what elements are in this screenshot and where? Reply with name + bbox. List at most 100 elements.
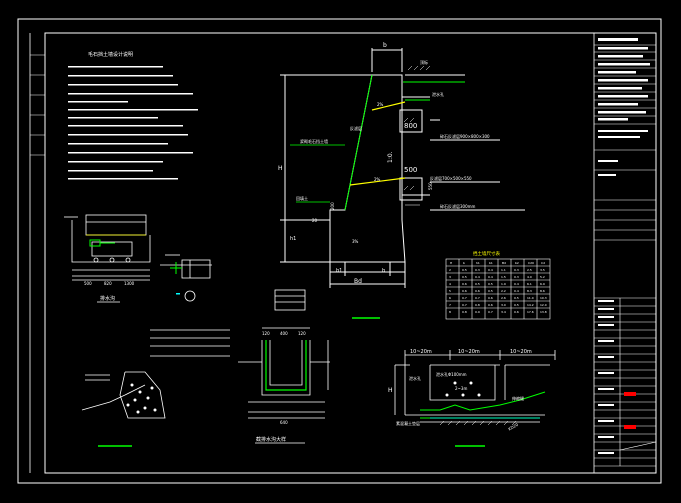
label-800: 800 <box>404 122 417 130</box>
table-cell: 0.7 <box>488 310 493 314</box>
table-cell: 2.6 <box>501 296 506 300</box>
table-cell: 6 <box>449 296 451 300</box>
table-cell: 1.9 <box>501 282 506 286</box>
table-header-cell: H <box>450 261 452 265</box>
table-cell: 0.3 <box>514 275 519 279</box>
table-cell: 0.5 <box>488 282 493 286</box>
drain-detail <box>64 214 151 281</box>
table-header-cell: b <box>463 261 465 265</box>
table-cell: 0.7 <box>462 303 467 307</box>
table-header-cell: Cd <box>541 261 545 265</box>
table-cell: 12.0 <box>540 303 547 307</box>
table-cell: 2.2 <box>501 289 506 293</box>
wall-elevation: 10~20m 10~20m 10~20m H 泄水孔Φ100mm 2~3m 伸缩… <box>388 349 556 447</box>
table-cell: 2.5 <box>527 268 532 272</box>
dim-h1: h1 <box>290 236 296 242</box>
table-cell: 0.4 <box>488 275 493 279</box>
table-cell: 0.6 <box>462 289 467 293</box>
elev-span-3: 10~20m <box>510 349 532 355</box>
label-drain-hole: 泄水孔 <box>432 91 444 97</box>
table-cell: 8.6 <box>540 289 545 293</box>
table-cell: 3.0 <box>501 303 506 307</box>
table-cell: 8.3 <box>527 289 532 293</box>
table-header-cell: b2 <box>515 261 519 265</box>
table-cell: 0.6 <box>488 303 493 307</box>
table-cell: 0.7 <box>462 296 467 300</box>
table-cell: 13.8 <box>540 310 547 314</box>
hole-detail <box>160 254 212 302</box>
table-cell: 6.1 <box>527 282 532 286</box>
table-cell: 4 <box>449 282 451 286</box>
table-cell: 0.8 <box>475 303 480 307</box>
notes-title: 毛石挡土墙设计说明 <box>88 51 133 58</box>
elev-span-1: 10~20m <box>410 349 432 355</box>
drain-dim-820: 820 <box>104 281 112 286</box>
elev-label-joint: 伸缩缝 <box>512 395 524 401</box>
gutter-dim-640: 640 <box>280 420 288 425</box>
elev-span-2: 10~20m <box>458 349 480 355</box>
table-cell: 4.0 <box>527 275 532 279</box>
drain-detail-title: 排水沟 <box>100 295 115 302</box>
elev-H: H <box>388 387 393 394</box>
slope-pct-1: 2% <box>377 102 384 107</box>
drain-dim-500: 500 <box>84 281 92 286</box>
gutter-detail-title: 截排水沟大样 <box>256 436 286 443</box>
label-500: 500 <box>404 166 417 174</box>
table-cell: 0.5 <box>475 282 480 286</box>
label-wall: 浆砌毛石挡土墙 <box>300 138 328 144</box>
elev-label-pipe: 泄水孔Φ100mm <box>436 371 467 377</box>
dim-b1: b1 <box>336 268 342 274</box>
table-cell: 0.4 <box>475 275 480 279</box>
slope-detail <box>81 329 230 419</box>
title-block <box>593 33 657 473</box>
label-spec-3: 碎石反滤层300mm <box>440 203 476 209</box>
label-filter-1: 反滤层 <box>350 125 362 131</box>
slope-pct-2: 2% <box>374 177 381 182</box>
table-cell: 8 <box>449 310 451 314</box>
table-header-cell: C20 <box>528 261 534 265</box>
outer-frame <box>17 18 662 484</box>
table-cell: 0.4 <box>488 268 493 272</box>
label-200: 200 <box>330 202 335 210</box>
elev-label-bottom: 素混凝土垫层 <box>396 420 420 426</box>
table-cell: 5 <box>449 289 451 293</box>
label-spec-1: 碎石反滤层900×800×300 <box>440 133 490 139</box>
table-cell: 0.9 <box>475 310 480 314</box>
label-top: 顶标 <box>420 59 428 65</box>
label-backfill: 回填土 <box>296 195 308 201</box>
table-cell: 7 <box>449 303 451 307</box>
inner-frame <box>44 32 657 474</box>
dim-b-bottom: b <box>382 268 385 274</box>
table-header-cell: h1 <box>476 261 480 265</box>
dim-H: H <box>278 165 283 172</box>
table-cell: 0.5 <box>488 289 493 293</box>
label-20: 20 <box>312 218 318 223</box>
gutter-dim-120-left: 120 <box>262 331 270 336</box>
table-cell: 3.4 <box>501 310 506 314</box>
rubble-fill <box>126 383 157 414</box>
table-cell: 0.5 <box>514 303 519 307</box>
gutter-dim-120-right: 120 <box>298 331 306 336</box>
table-cell: 0.3 <box>514 268 519 272</box>
table-cell: 3 <box>449 275 451 279</box>
table-cell: 10.3 <box>540 296 547 300</box>
table-cell: 0.4 <box>514 289 519 293</box>
elev-label-spacing: 2~3m <box>455 386 467 391</box>
table-cell: 0.5 <box>514 296 519 300</box>
table-cell: 0.5 <box>462 268 467 272</box>
table-cell: 2 <box>449 268 451 272</box>
table-title: 挡土墙尺寸表 <box>473 250 500 257</box>
table-cell: 1.1 <box>501 268 506 272</box>
table-cell: 11.0 <box>527 296 534 300</box>
elev-label-left: 泄水孔 <box>409 375 421 381</box>
table-cell: 3.5 <box>540 268 545 272</box>
table-cell: 1.5 <box>501 275 506 279</box>
gutter-detail <box>238 289 330 419</box>
table-cell: 5.2 <box>540 275 545 279</box>
table-header-cell: Bd <box>502 261 506 265</box>
binding-strip <box>30 54 45 156</box>
red-stamp-2 <box>624 425 636 429</box>
